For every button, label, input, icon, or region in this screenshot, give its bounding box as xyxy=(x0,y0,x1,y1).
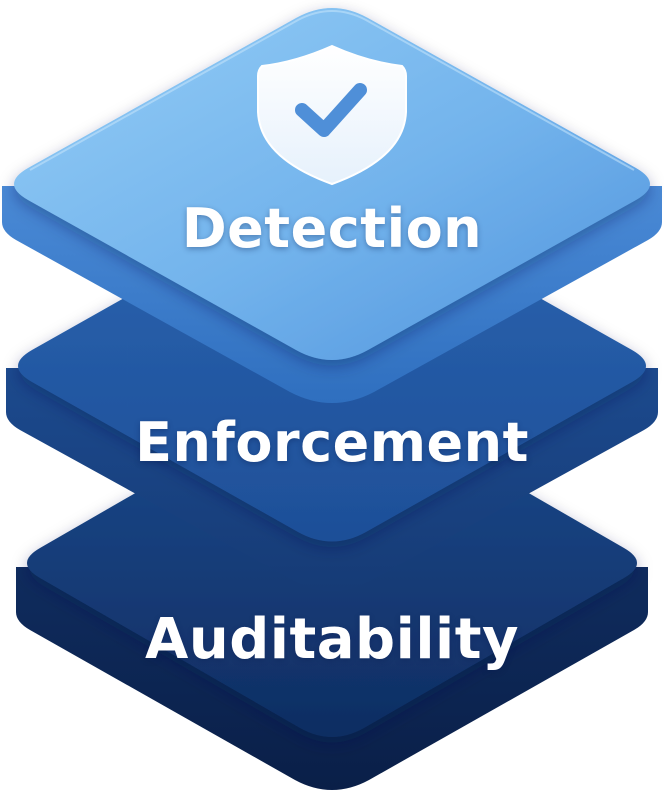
shield-check-icon xyxy=(257,44,407,186)
enforcement-label: Enforcement xyxy=(135,411,529,474)
detection-label: Detection xyxy=(181,197,483,260)
auditability-label: Auditability xyxy=(145,607,519,672)
